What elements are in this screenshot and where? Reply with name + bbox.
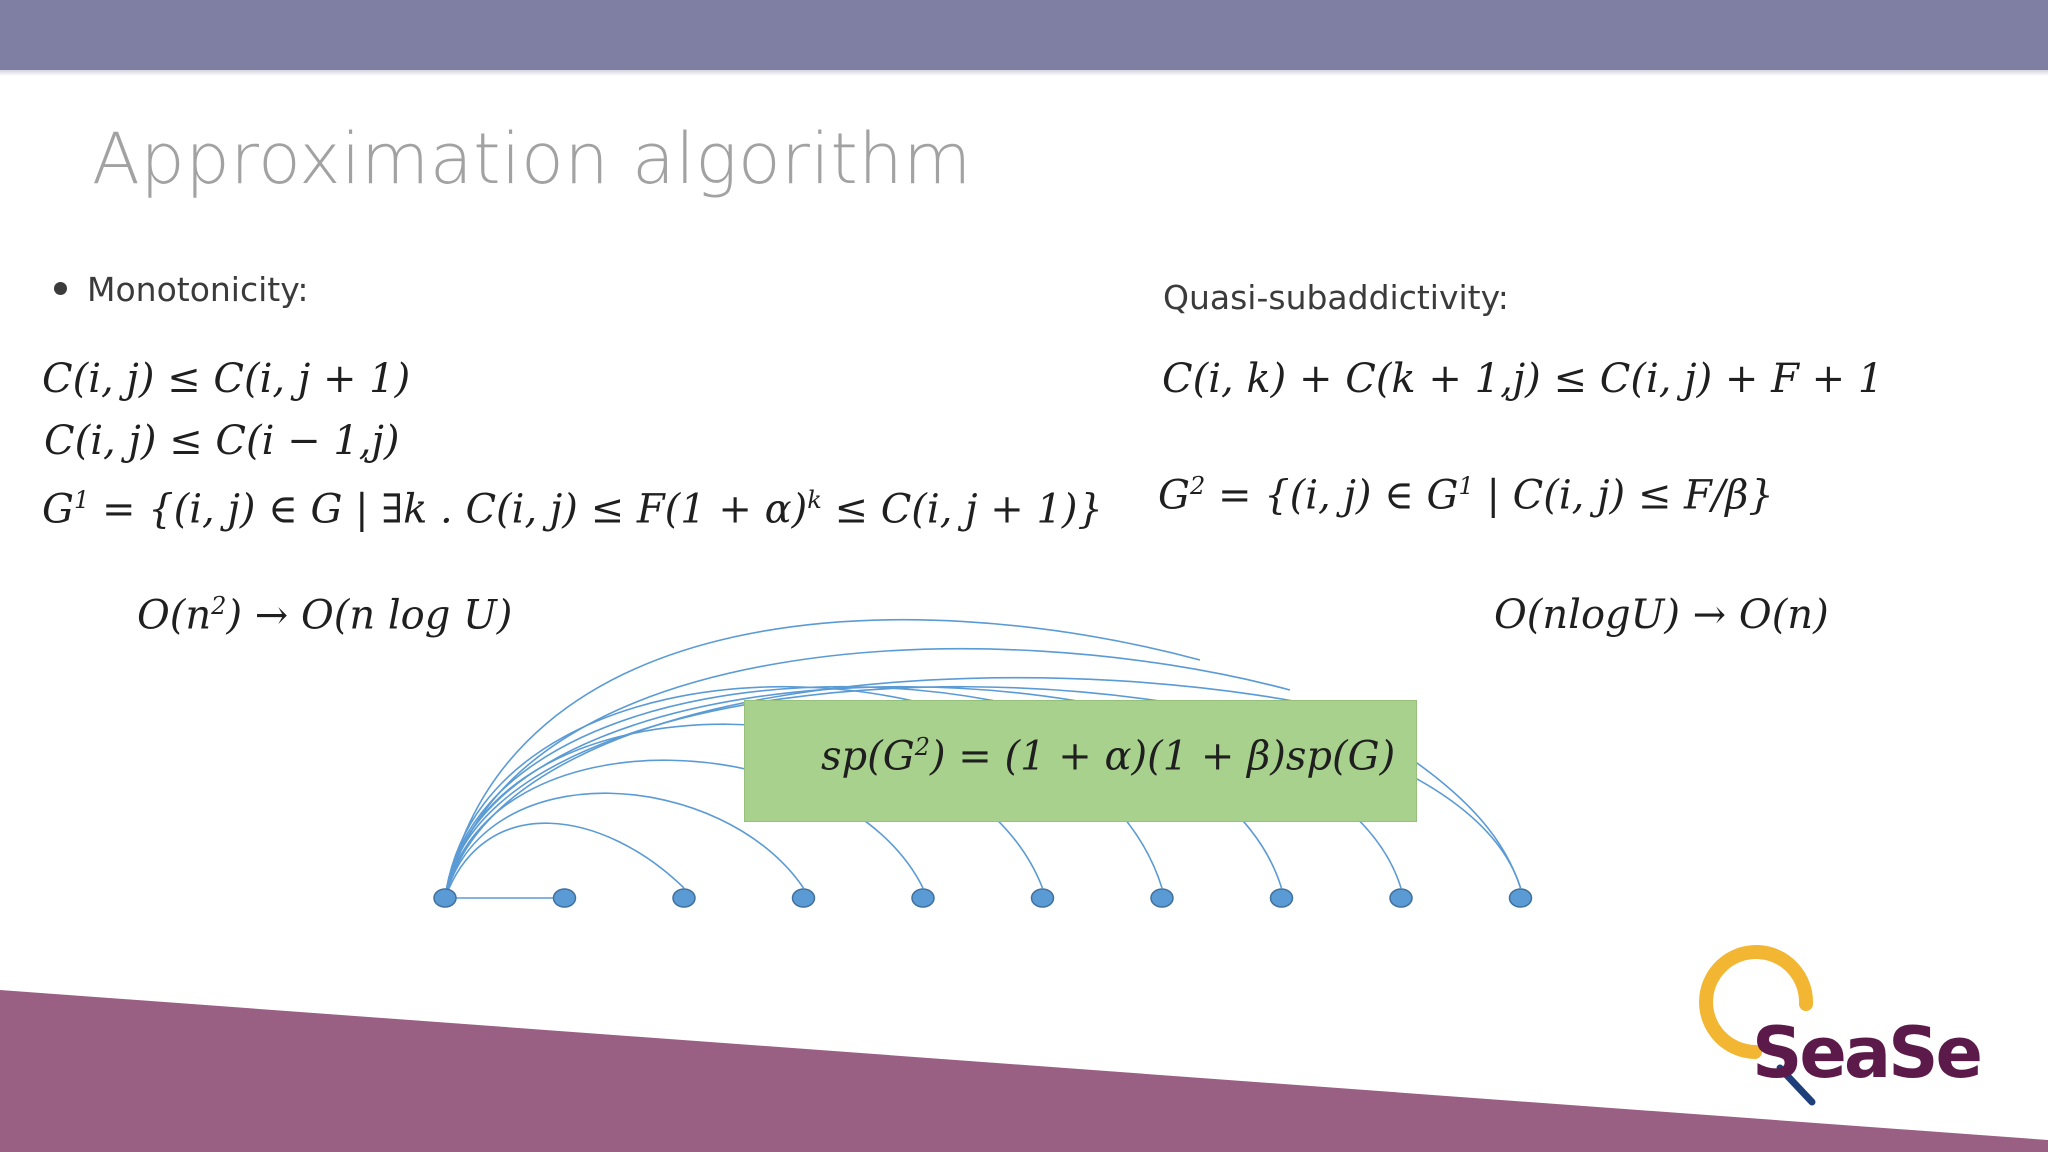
graph-edge xyxy=(444,618,1201,899)
g1-exponent: k xyxy=(807,486,822,514)
g1-superscript: 1 xyxy=(73,486,90,514)
graph-node xyxy=(1508,888,1533,908)
graph-edge xyxy=(444,759,924,899)
right-complexity: O(nlogU) → O(n) xyxy=(1494,592,1829,638)
graph-node xyxy=(1389,888,1413,908)
speedup-formula: sp(G2) = (1 + α)(1 + β)sp(G) xyxy=(821,733,1395,779)
graph-edge xyxy=(1409,757,1522,889)
g2-superscript-2: 1 xyxy=(1458,472,1474,500)
top-banner xyxy=(0,0,2048,70)
g2-end: | C(i, j) ≤ F/β} xyxy=(1473,472,1774,519)
left-complexity-sup: 2 xyxy=(211,592,227,620)
left-complexity-b: ) → O(n log U) xyxy=(226,592,513,639)
speedup-a: sp(G xyxy=(821,733,915,780)
speedup-b: ) = (1 + α)(1 + β)sp(G) xyxy=(929,733,1396,780)
monotonicity-label: Monotonicity: xyxy=(87,270,309,309)
g2-superscript: 2 xyxy=(1189,472,1206,500)
graph-node xyxy=(433,888,457,908)
bullet-icon xyxy=(54,282,67,295)
g2-body: = {(i, j) ∈ G xyxy=(1205,472,1459,519)
top-banner-shadow xyxy=(0,70,2048,76)
left-complexity-a: O(n xyxy=(137,592,212,639)
g1-body: = {(i, j) ∈ G | ∃k . C(i, j) ≤ F(1 + α) xyxy=(89,486,808,533)
g1-end: ≤ C(i, j + 1)} xyxy=(821,486,1103,533)
monotonicity-formula-2: C(i, j) ≤ C(i − 1,j) xyxy=(44,418,400,464)
sease-logo: SeaSe xyxy=(1752,1012,1983,1094)
magnifier-handle-icon xyxy=(1776,1064,1816,1106)
g2-base: G xyxy=(1158,472,1190,519)
graph-edge xyxy=(444,648,1291,899)
speedup-sup: 2 xyxy=(914,733,930,761)
g2-definition: G2 = {(i, j) ∈ G1 | C(i, j) ≤ F/β} xyxy=(1158,472,1774,518)
graph-edge xyxy=(444,822,685,899)
graph-edge xyxy=(444,792,805,899)
graph-node xyxy=(911,888,935,908)
slide-title: Approximation algorithm xyxy=(92,118,972,200)
monotonicity-bullet: Monotonicity: xyxy=(54,270,308,309)
graph-node xyxy=(1030,888,1055,908)
monotonicity-formula-1: C(i, j) ≤ C(i, j + 1) xyxy=(42,356,411,402)
left-complexity: O(n2) → O(n log U) xyxy=(137,592,512,638)
subadditivity-formula: C(i, k) + C(k + 1,j) ≤ C(i, j) + F + 1 xyxy=(1162,356,1884,402)
graph-node xyxy=(1269,888,1294,908)
graph-node xyxy=(791,888,816,908)
graph-node xyxy=(552,888,577,908)
g1-definition: G1 = {(i, j) ∈ G | ∃k . C(i, j) ≤ F(1 + … xyxy=(42,486,1103,532)
logo-ring-icon xyxy=(1699,945,1814,1059)
speedup-box: sp(G2) = (1 + α)(1 + β)sp(G) xyxy=(744,700,1417,822)
graph-edge xyxy=(444,685,1522,899)
g1-base: G xyxy=(42,486,74,533)
graph-node xyxy=(672,888,696,908)
quasi-subadditivity-label: Quasi-subaddictivity: xyxy=(1163,278,1509,317)
graph-node xyxy=(1150,888,1174,908)
graph-edge xyxy=(444,676,1381,899)
